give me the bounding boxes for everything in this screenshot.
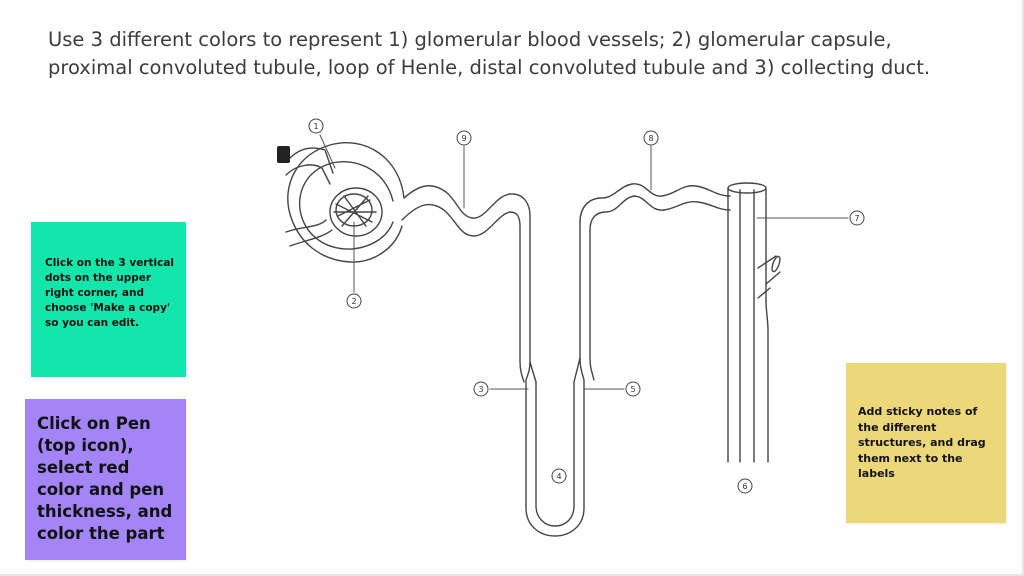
collecting-duct-inner bbox=[739, 189, 755, 463]
branch-opening bbox=[771, 255, 781, 273]
sticky-note-add-labels-text: Add sticky notes of the different struct… bbox=[858, 405, 986, 480]
glomerulus bbox=[329, 187, 383, 237]
collecting-duct-top bbox=[727, 182, 767, 194]
collecting-duct-right bbox=[765, 187, 769, 463]
svg-text:1: 1 bbox=[313, 122, 318, 131]
label-markers: 1 2 3 4 5 6 7 8 9 bbox=[308, 118, 865, 494]
marker-1: 1 bbox=[308, 118, 324, 134]
svg-text:6: 6 bbox=[742, 482, 747, 491]
sticky-note-pen-instructions-text: Click on Pen (top icon), select red colo… bbox=[37, 414, 173, 543]
sticky-note-pen-instructions[interactable]: Click on Pen (top icon), select red colo… bbox=[25, 399, 186, 560]
loop-inner-descending bbox=[529, 361, 537, 383]
descending-limb-right-wall bbox=[589, 229, 595, 381]
sticky-note-make-copy[interactable]: Click on the 3 vertical dots on the uppe… bbox=[31, 222, 186, 377]
svg-text:9: 9 bbox=[461, 134, 466, 143]
loop-of-henle-inner bbox=[535, 381, 575, 527]
distal-tubule-inner bbox=[589, 195, 731, 231]
marker-2: 2 bbox=[346, 293, 362, 309]
proximal-tubule-outer bbox=[403, 185, 585, 537]
svg-text:7: 7 bbox=[854, 214, 859, 223]
loop-inner-ascending bbox=[573, 357, 581, 383]
glomerular-capsule-inner bbox=[298, 161, 394, 250]
instructions-line-2: proximal convoluted tubule, loop of Henl… bbox=[48, 56, 931, 79]
svg-text:2: 2 bbox=[351, 297, 356, 306]
instructions-line-1: Use 3 different colors to represent 1) g… bbox=[48, 28, 892, 51]
marker-6: 6 bbox=[737, 478, 753, 494]
sticky-note-make-copy-text: Click on the 3 vertical dots on the uppe… bbox=[45, 257, 175, 329]
instructions-text: Use 3 different colors to represent 1) g… bbox=[48, 26, 988, 82]
marker-9: 9 bbox=[456, 130, 472, 146]
distal-tubule-outer bbox=[579, 183, 731, 223]
collecting-duct-branch bbox=[757, 255, 781, 299]
sticky-note-add-labels[interactable]: Add sticky notes of the different struct… bbox=[846, 363, 1006, 523]
afferent-arteriole bbox=[289, 147, 334, 174]
marker-8: 8 bbox=[643, 130, 659, 146]
leader-1 bbox=[319, 134, 336, 169]
glomerular-capsule-outer bbox=[287, 142, 405, 263]
arteriole-lower-2 bbox=[289, 229, 333, 247]
svg-text:8: 8 bbox=[648, 134, 653, 143]
marker-5: 5 bbox=[625, 381, 641, 397]
svg-text:3: 3 bbox=[478, 385, 483, 394]
svg-text:5: 5 bbox=[630, 385, 635, 394]
drag-handle-marker[interactable] bbox=[277, 146, 290, 163]
proximal-tubule-inner bbox=[401, 203, 525, 383]
arteriole-lower-1 bbox=[285, 219, 327, 233]
marker-4: 4 bbox=[551, 468, 567, 484]
marker-3: 3 bbox=[473, 381, 489, 397]
svg-text:4: 4 bbox=[556, 472, 561, 481]
marker-7: 7 bbox=[849, 210, 865, 226]
efferent-arteriole bbox=[285, 164, 331, 185]
